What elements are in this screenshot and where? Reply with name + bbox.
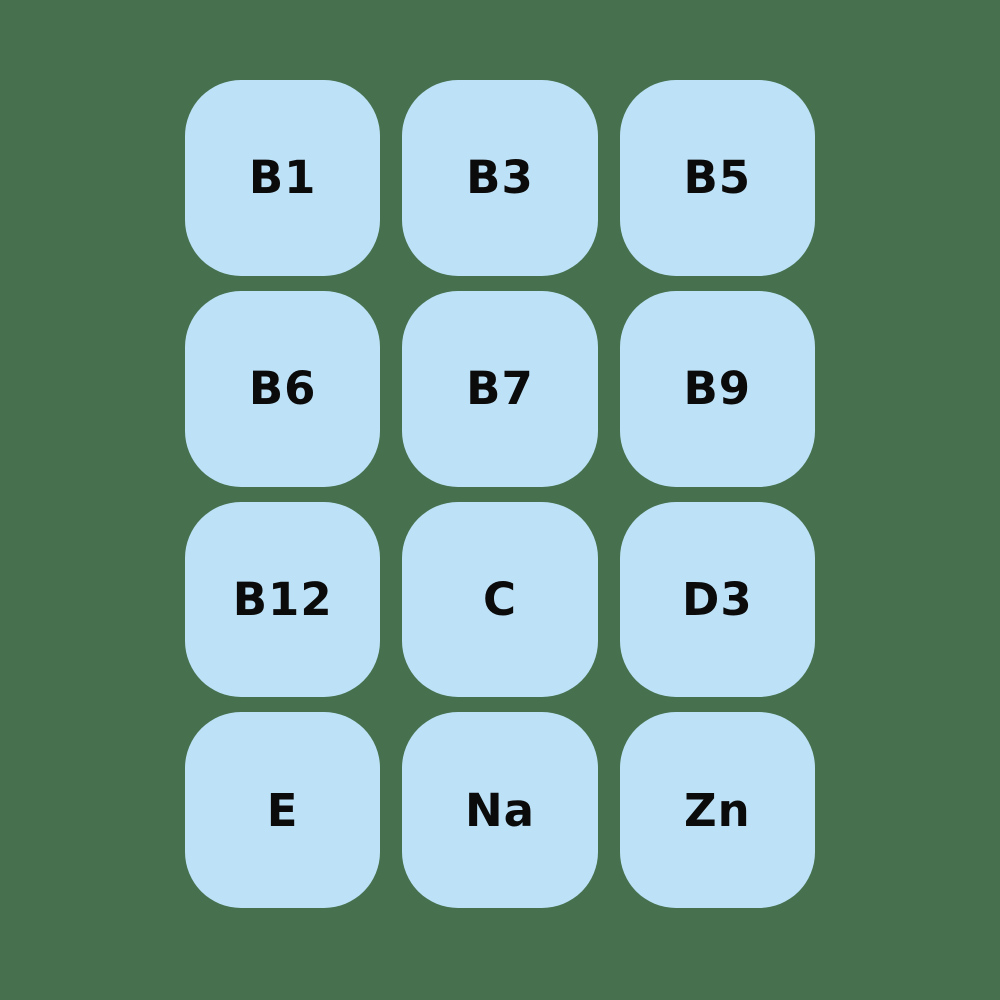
tile-board: B1 B3 B5 B6 B7 B9 B12 C D3 E Na Zn bbox=[185, 80, 815, 908]
tile-c[interactable]: C bbox=[402, 501, 598, 698]
tile-d3-label: D3 bbox=[681, 572, 753, 626]
tile-b3-label: B3 bbox=[466, 151, 534, 205]
tile-b12[interactable]: B12 bbox=[185, 501, 381, 698]
tile-b7-label: B7 bbox=[466, 362, 534, 416]
tile-zn[interactable]: Zn bbox=[619, 712, 815, 908]
tile-zn-label: Zn bbox=[683, 783, 751, 837]
tile-b5[interactable]: B5 bbox=[619, 80, 815, 276]
tile-b3[interactable]: B3 bbox=[402, 80, 598, 276]
tile-b1[interactable]: B1 bbox=[185, 80, 381, 276]
tile-b1-label: B1 bbox=[248, 151, 317, 205]
tile-b12-label: B12 bbox=[232, 572, 333, 626]
tile-na[interactable]: Na bbox=[402, 712, 598, 908]
tile-e-label: E bbox=[266, 783, 299, 837]
tile-c-label: C bbox=[482, 572, 517, 626]
tile-b9-label: B9 bbox=[683, 362, 752, 416]
tile-na-label: Na bbox=[464, 783, 535, 837]
tile-b9[interactable]: B9 bbox=[619, 290, 815, 487]
tile-e[interactable]: E bbox=[185, 712, 381, 908]
tile-b6[interactable]: B6 bbox=[185, 290, 381, 487]
tile-d3[interactable]: D3 bbox=[619, 501, 815, 698]
tile-b5-label: B5 bbox=[683, 151, 752, 205]
tile-b7[interactable]: B7 bbox=[402, 290, 598, 487]
tile-b6-label: B6 bbox=[248, 362, 317, 416]
